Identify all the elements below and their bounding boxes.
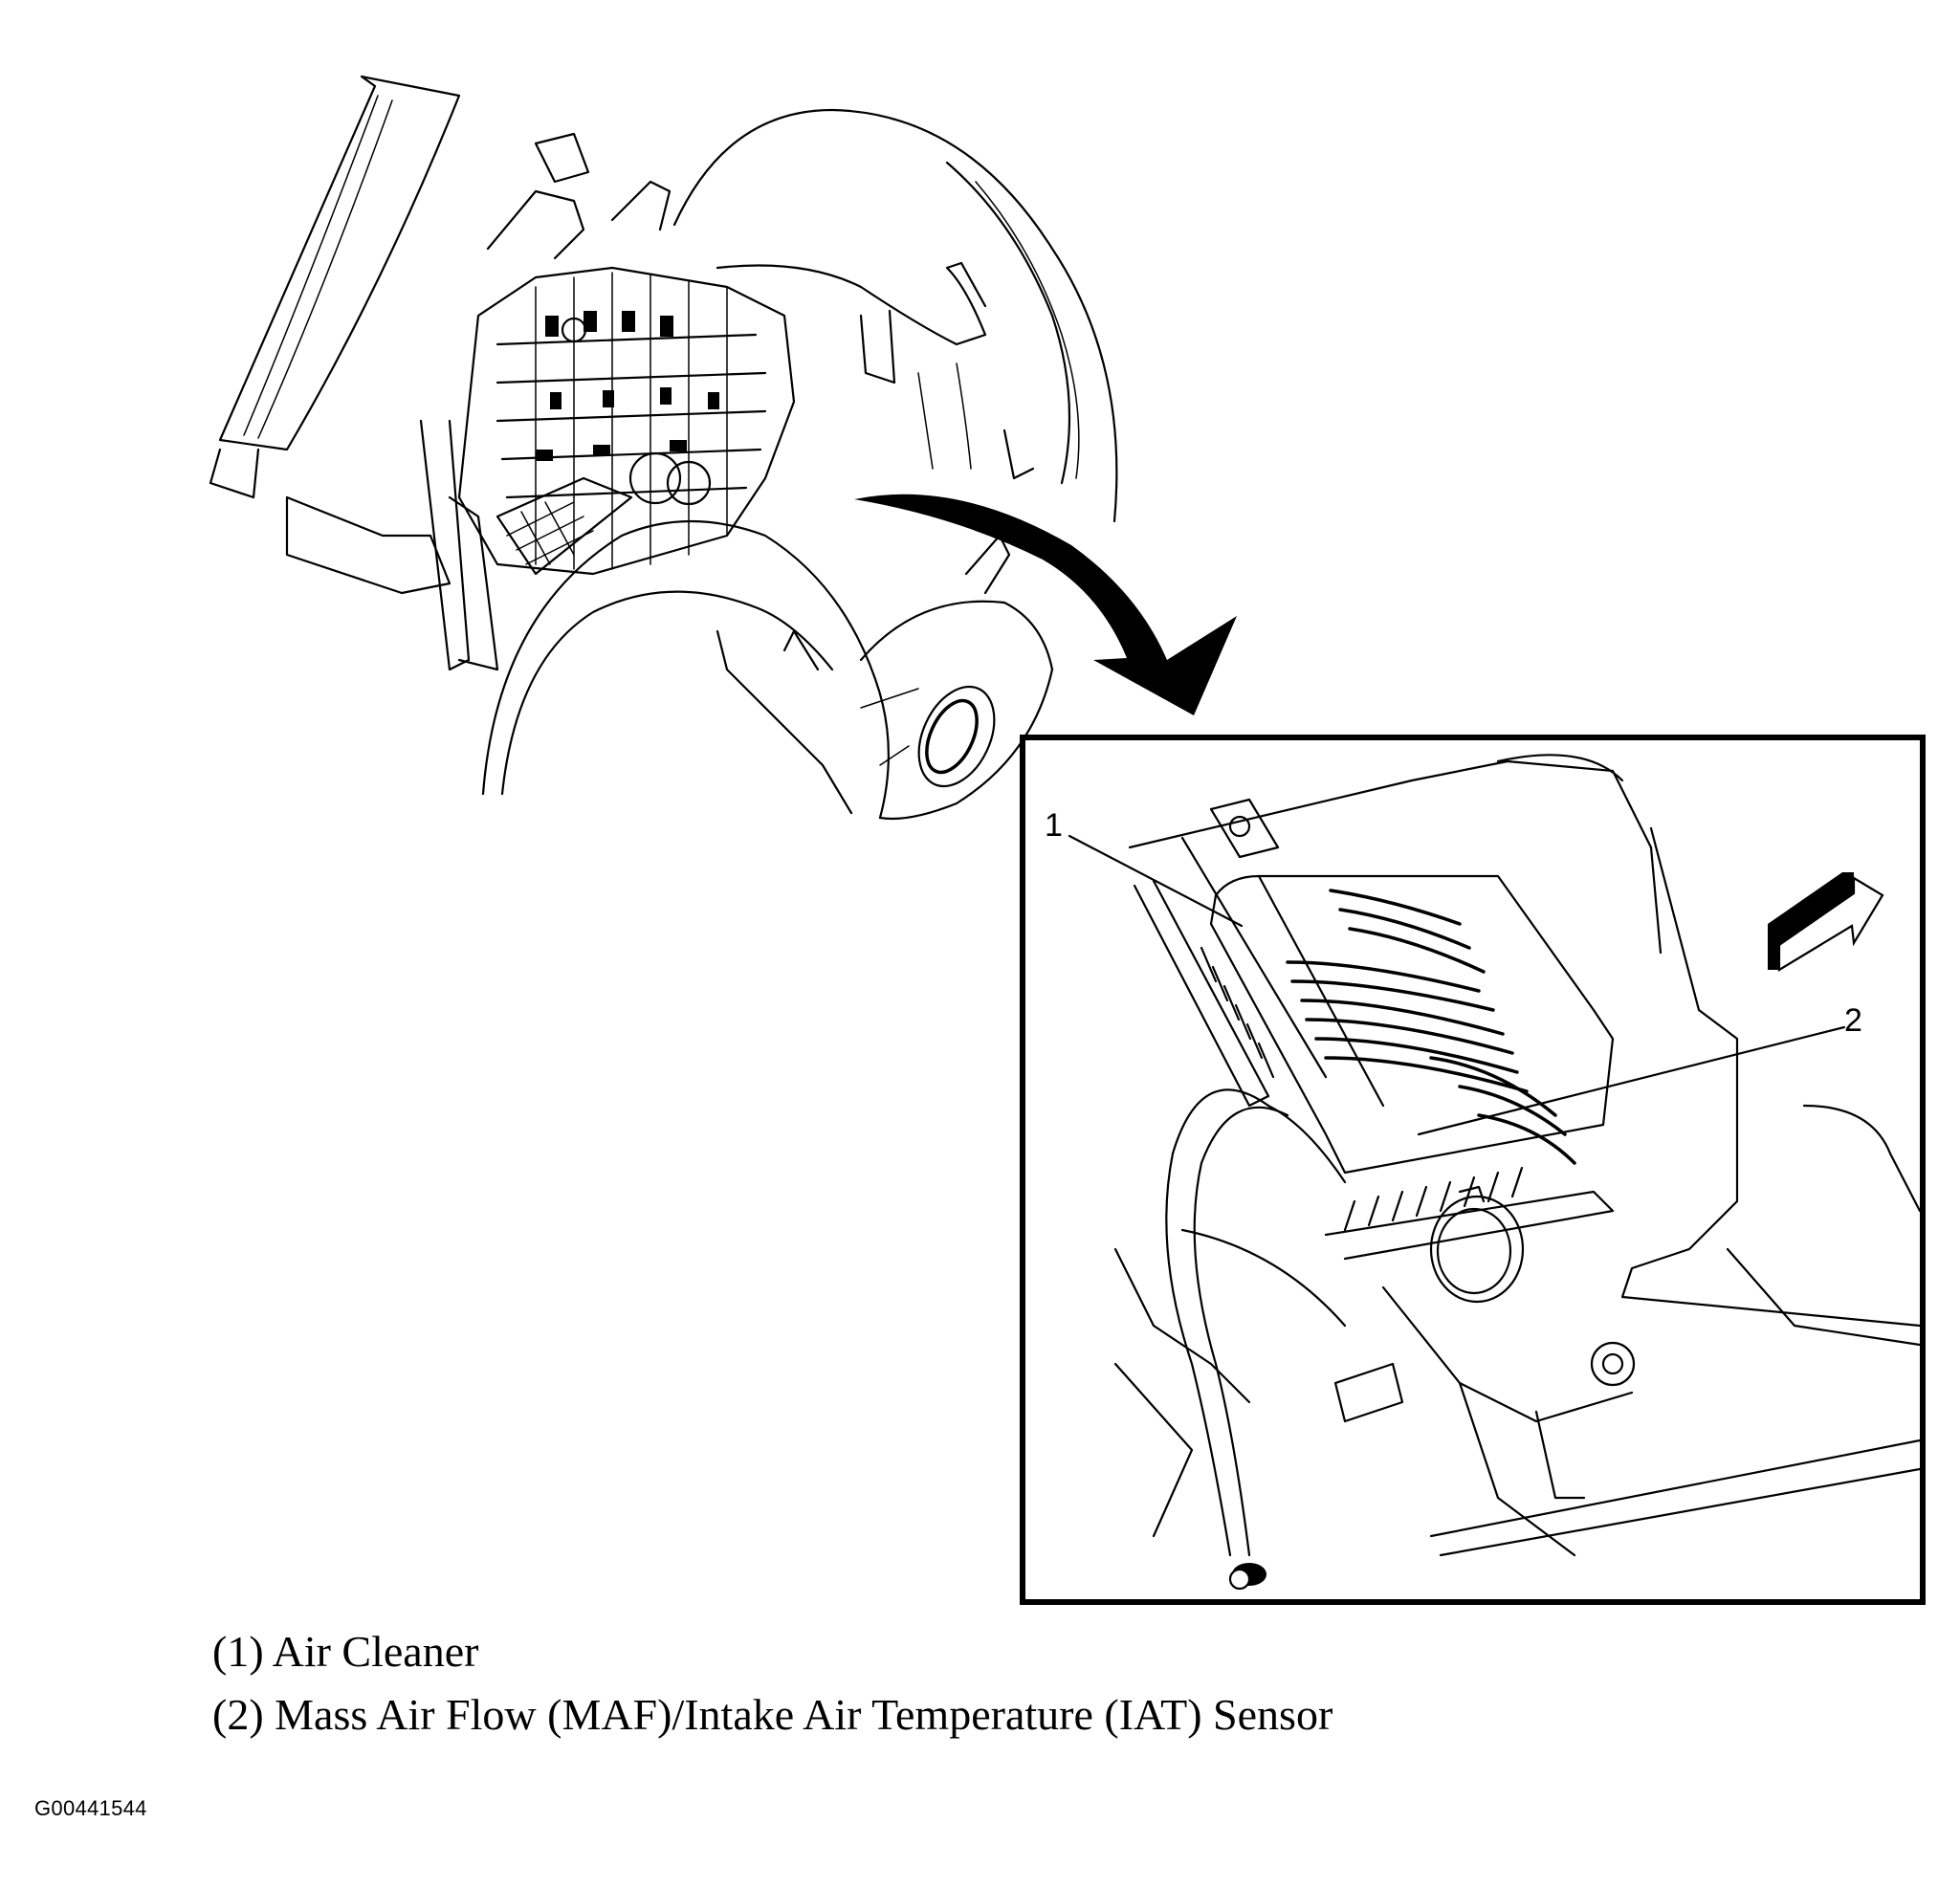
transition-arrow-icon — [854, 494, 1237, 715]
legend: (1) Air Cleaner (2) Mass Air Flow (MAF)/… — [212, 1620, 1332, 1746]
air-cleaner-housing — [1209, 874, 1615, 1175]
maf-iat-sensor — [1429, 1195, 1525, 1304]
callout-2-leader — [1417, 1025, 1846, 1136]
detail-inset — [1020, 735, 1926, 1605]
fender-apron-left — [209, 75, 499, 671]
callout-2-label: 2 — [1844, 1002, 1862, 1039]
air-cleaner-detail-illustration — [1068, 754, 1920, 1591]
engine-assembly — [457, 132, 796, 576]
legend-item-air-cleaner: (1) Air Cleaner — [212, 1627, 479, 1676]
callout-1-leader — [1068, 834, 1244, 928]
callout-1-label: 1 — [1045, 807, 1063, 844]
forward-arrow-icon — [1768, 872, 1884, 972]
figure-id: G00441544 — [34, 1796, 147, 1820]
legend-item-maf-iat-sensor: (2) Mass Air Flow (MAF)/Intake Air Tempe… — [212, 1690, 1333, 1739]
fender-liner-lower — [481, 519, 1054, 821]
fender-liner-upper — [672, 108, 1118, 523]
